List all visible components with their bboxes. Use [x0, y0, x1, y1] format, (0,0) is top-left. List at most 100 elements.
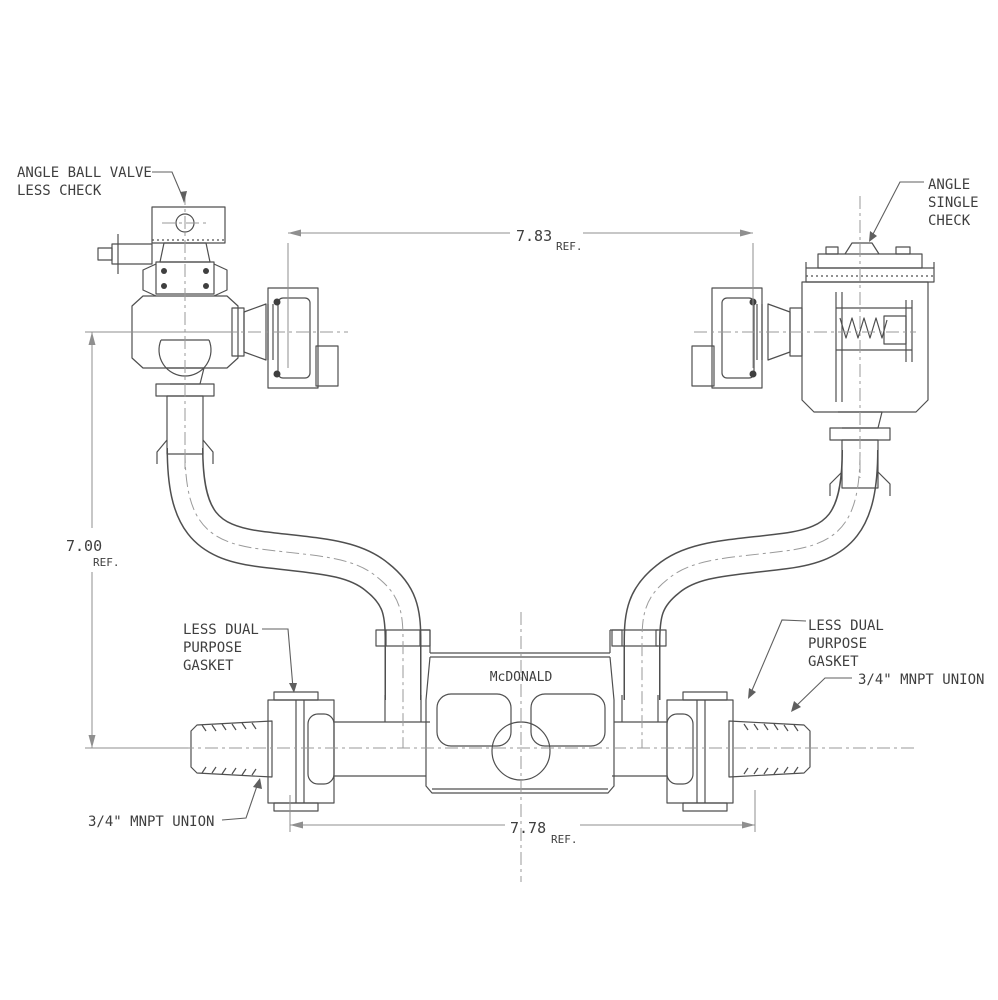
label-angle-single-check-line3: CHECK [928, 213, 971, 229]
valve-body [131, 295, 239, 369]
label-angle-single-check-line2: SINGLE [928, 195, 979, 211]
bar-window-left [436, 693, 512, 747]
cap-tab [895, 246, 911, 255]
leader-mnpt-right [792, 677, 852, 710]
check-body [801, 281, 929, 413]
riser-joints [375, 629, 667, 722]
bar-window-right [530, 693, 606, 747]
dim-arrow [742, 821, 755, 829]
bonnet-flange [805, 267, 935, 283]
union-nut-cap [273, 691, 319, 701]
right-riser-joint-lines [622, 629, 658, 647]
dim-arrow [288, 229, 301, 237]
centerline-left-pipe [184, 449, 404, 748]
joint-tab [611, 629, 623, 647]
leader-arrow [869, 231, 877, 242]
meter-nut-inner [721, 297, 755, 379]
dim-bottom-ref: REF. [551, 833, 578, 846]
o-ring [273, 298, 281, 306]
joint-tab [655, 629, 667, 647]
cap-tab [825, 246, 839, 255]
label-gasket-left-line2: PURPOSE [183, 640, 242, 656]
leader-lines [152, 171, 924, 821]
bar-top-rail [421, 629, 622, 658]
leader-gasket-right [749, 619, 807, 696]
leader-arrow [180, 191, 187, 203]
mnpt-thread-left [190, 720, 273, 778]
o-ring [161, 268, 167, 274]
leader-angle-ball-valve [152, 171, 184, 199]
union-nut-cap [682, 802, 728, 812]
dim-top-extensions [287, 243, 754, 368]
outlet-seat [905, 300, 913, 362]
dim-top-ref: REF. [556, 240, 583, 253]
union-nut-ribs [295, 700, 305, 803]
label-gasket-right-line3: GASKET [808, 654, 859, 670]
check-spring [839, 317, 888, 339]
union-nut-right [666, 699, 734, 804]
annotations: ANGLE BALL VALVE LESS CHECK ANGLE SINGLE… [17, 165, 984, 846]
angle-single-check [691, 242, 935, 496]
joint-tab [375, 629, 387, 647]
cap-hump [844, 242, 880, 255]
union-tailpiece [307, 713, 335, 785]
union-nut-left [267, 699, 335, 804]
label-brand-mcdonald: McDONALD [490, 670, 553, 685]
passage-lines [836, 307, 912, 351]
hub-skirt [156, 439, 214, 464]
leader-angle-single-check [870, 181, 924, 239]
flange-hooks [805, 262, 935, 268]
dim-left-value: 7.00 [66, 537, 102, 555]
meter-nut-left [267, 287, 319, 389]
dim-arrow [88, 735, 96, 748]
label-mnpt-union-right: 3/4" MNPT UNION [858, 672, 984, 688]
angle-ball-valve [97, 206, 339, 464]
leader-mnpt-bottom [221, 782, 259, 821]
bar-outline [425, 656, 615, 794]
union-nut-ribs [696, 700, 706, 803]
leader-arrow [748, 688, 756, 699]
check-cap [817, 253, 923, 269]
meter-nut-step [315, 345, 339, 387]
label-gasket-right-line2: PURPOSE [808, 636, 867, 652]
dim-arrow [290, 821, 303, 829]
valve-geometry [97, 206, 935, 812]
dim-arrow [740, 229, 753, 237]
o-ring [749, 370, 757, 378]
mnpt-thread-right [728, 720, 811, 778]
thread-hatching [201, 722, 257, 776]
label-mnpt-union-bottom: 3/4" MNPT UNION [88, 814, 214, 830]
dim-left-extensions [85, 331, 232, 749]
thread-hatching [743, 723, 799, 775]
union-nut-cap [273, 802, 319, 812]
meter-nut-inner [277, 297, 311, 379]
dim-arrow [88, 332, 96, 345]
dimension-lines [85, 229, 756, 832]
label-angle-ball-valve-line2: LESS CHECK [17, 183, 102, 199]
leader-gasket-left [262, 628, 294, 689]
leader-arrow [791, 701, 801, 712]
union-nut-cap [682, 691, 728, 701]
union-tailpiece [666, 713, 694, 785]
o-ring [161, 283, 167, 289]
label-angle-single-check-line1: ANGLE [928, 177, 970, 193]
label-angle-ball-valve-line1: ANGLE BALL VALVE [17, 165, 152, 181]
label-gasket-left-line1: LESS DUAL [183, 622, 259, 638]
bottom-assembly [190, 629, 811, 812]
dim-left-ref: REF. [93, 556, 120, 569]
meter-nut-step [691, 345, 715, 387]
bonnet-lobe-left [142, 263, 157, 297]
o-ring [203, 283, 209, 289]
outlet-cone [243, 303, 267, 361]
pipe-risers [166, 447, 879, 700]
dim-bottom-value: 7.78 [510, 819, 546, 837]
leader-arrow [289, 683, 297, 693]
right-tube [612, 721, 667, 777]
hub-skirt [829, 471, 891, 496]
riser-hub-lines [384, 695, 659, 722]
o-ring [273, 370, 281, 378]
centerline-right-pipe [641, 451, 861, 748]
handle-stub-end [97, 247, 113, 261]
label-gasket-left-line3: GASKET [183, 658, 234, 674]
